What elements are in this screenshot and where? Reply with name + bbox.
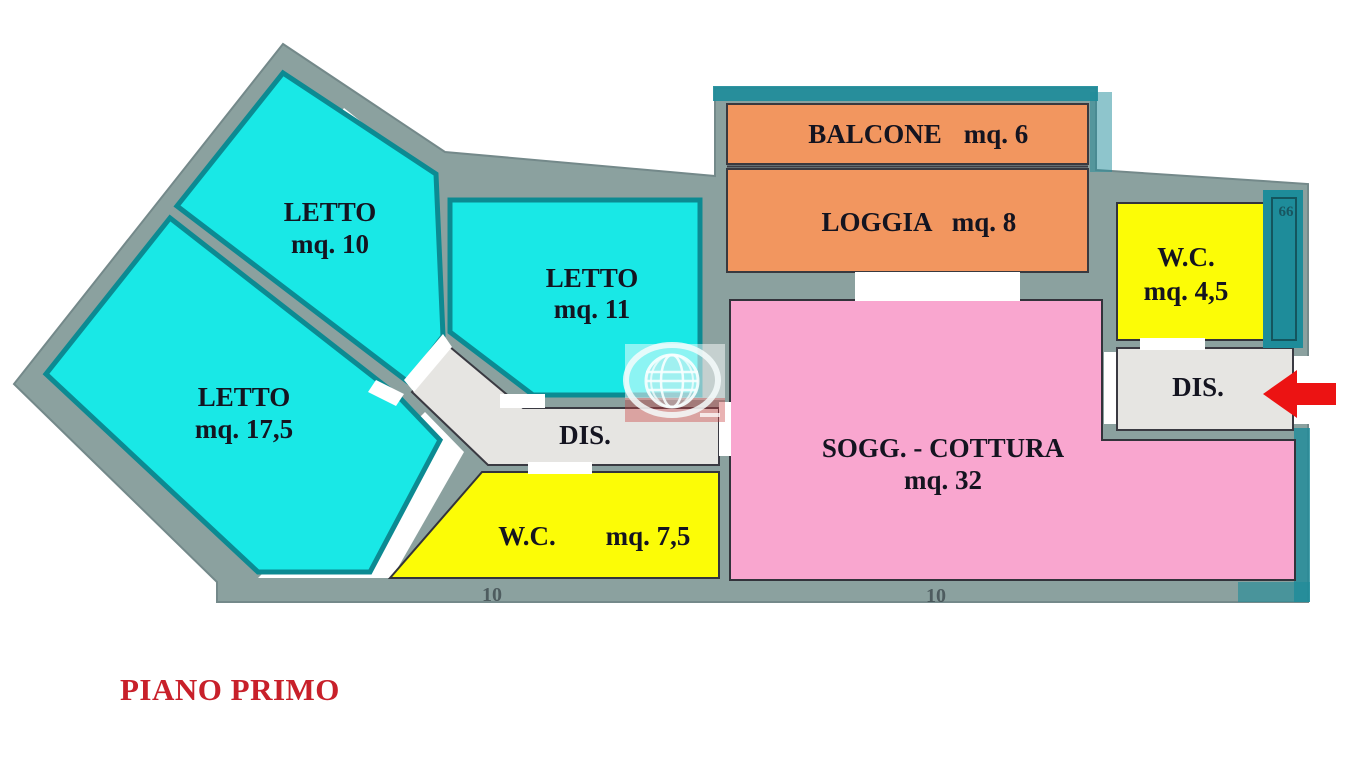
room-balcone: [726, 103, 1089, 165]
room-sogg-cottura: [729, 299, 1296, 581]
door-wc45-dis: [1140, 338, 1205, 350]
room-loggia: [726, 168, 1089, 273]
door-wc75-corridor: [528, 462, 592, 474]
dimension-bottom-right: 10: [926, 585, 946, 607]
door-corridor-sogg: [719, 402, 731, 456]
label-balcone-name: BALCONE: [808, 119, 942, 149]
label-sogg-name: SOGG. - COTTURA: [822, 433, 1065, 463]
label-wc75-area: mq. 7,5: [606, 521, 691, 551]
wall-teal-balcony-right: [1090, 92, 1112, 172]
wall-teal-bottom-right: [1238, 582, 1310, 602]
door-letto11-corridor: [500, 394, 545, 408]
label-loggia-area: mq. 8: [952, 207, 1017, 237]
plan-title: PIANO PRIMO: [120, 672, 340, 707]
label-wc45-area: mq. 4,5: [1144, 276, 1229, 306]
label-letto11-area: mq. 11: [554, 294, 631, 324]
door-letto10-corridor: [404, 334, 452, 392]
room-wc-7-5: [387, 471, 720, 579]
label-letto11-name: LETTO: [546, 263, 639, 293]
label-loggia-name: LOGGIA: [821, 207, 933, 237]
door-loggia-sogg: [855, 272, 1020, 301]
stairwell-inner-outline: [1271, 197, 1297, 341]
watermark-globe-icon: [623, 342, 725, 422]
dimension-bottom-left: 10: [482, 584, 502, 606]
label-letto10-name: LETTO: [284, 197, 377, 227]
label-wc45-name: W.C.: [1157, 242, 1215, 272]
wall-teal-top-band: [713, 86, 1098, 101]
label-letto175-area: mq. 17,5: [195, 414, 293, 444]
label-dis-entrance: DIS.: [1172, 372, 1224, 402]
entrance-arrow-icon: [1263, 370, 1336, 418]
label-dis-central: DIS.: [559, 420, 611, 450]
door-dis-sogg: [1104, 352, 1116, 424]
label-balcone-area: mq. 6: [964, 119, 1029, 149]
label-letto10-area: mq. 10: [291, 229, 369, 259]
wall-teal-right-edge: [1294, 428, 1310, 602]
door-letto175-corridor: [368, 380, 404, 406]
label-wc75-name: W.C.: [498, 521, 556, 551]
room-dis-entrance: [1116, 347, 1294, 431]
dimension-stair: 66: [1279, 204, 1295, 220]
label-letto175-name: LETTO: [198, 382, 291, 412]
label-sogg-area: mq. 32: [904, 465, 982, 495]
